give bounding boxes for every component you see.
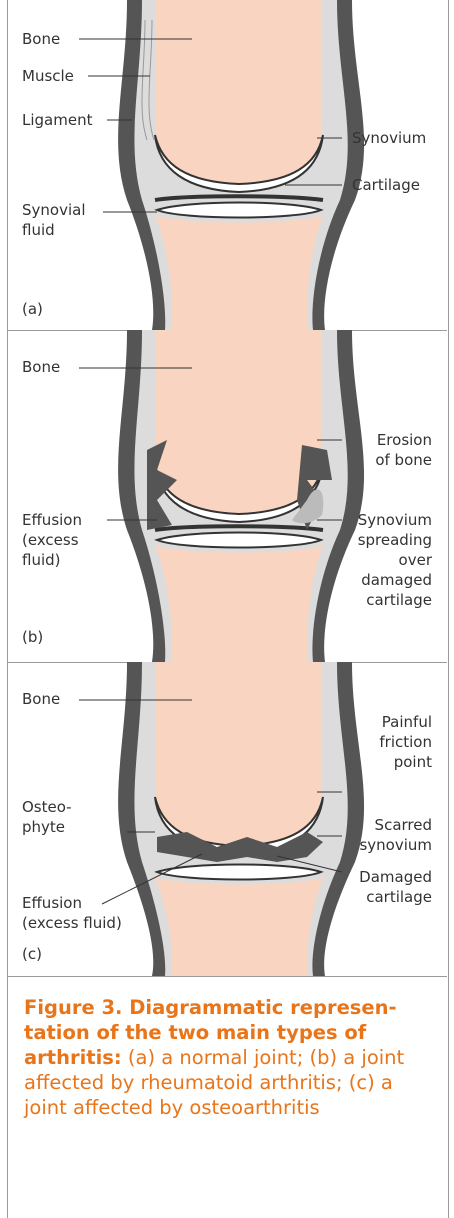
label-painful-3: point xyxy=(394,753,432,772)
label-bone: Bone xyxy=(22,30,60,49)
label-scarred-1: Scarred xyxy=(375,816,432,835)
label-cartilage: Cartilage xyxy=(352,176,420,195)
label-damaged-1: Damaged xyxy=(359,868,432,887)
label-osteo-2: phyte xyxy=(22,818,65,837)
panel-letter-b: (b) xyxy=(22,628,43,646)
label-effusion-2: (excess xyxy=(22,531,79,550)
upper-bone xyxy=(155,0,322,188)
rheumatoid-joint-diagram xyxy=(7,330,447,662)
panel-letter-a: (a) xyxy=(22,300,43,318)
label-ligament: Ligament xyxy=(22,111,92,130)
lower-cartilage xyxy=(157,533,321,548)
label-muscle: Muscle xyxy=(22,67,74,86)
label-synovium: Synovium xyxy=(352,129,426,148)
normal-joint-diagram xyxy=(7,0,447,330)
label-bone: Bone xyxy=(22,690,60,709)
panel-b: Bone Erosion of bone Effusion (excess fl… xyxy=(7,330,447,662)
label-synovial-1: Synovial xyxy=(22,201,86,220)
label-bone: Bone xyxy=(22,358,60,377)
lower-bone xyxy=(155,877,323,976)
lower-bone xyxy=(155,215,323,330)
panel-a: Bone Muscle Ligament Synovium Cartilage … xyxy=(7,0,447,330)
label-synovium-1: Synovium xyxy=(358,511,432,530)
lower-cartilage xyxy=(157,865,321,880)
label-effusion-2: (excess fluid) xyxy=(22,914,122,933)
label-damaged-2: cartilage xyxy=(366,888,432,907)
label-synovium-3: over xyxy=(399,551,432,570)
upper-bone xyxy=(155,662,322,850)
label-painful-1: Painful xyxy=(382,713,432,732)
panel-letter-c: (c) xyxy=(22,945,42,963)
label-erosion-1: Erosion xyxy=(377,431,432,450)
panel-separator xyxy=(7,976,447,977)
label-synovium-4: damaged xyxy=(361,571,432,590)
label-effusion-1: Effusion xyxy=(22,511,82,530)
label-effusion-1: Effusion xyxy=(22,894,82,913)
label-synovial-2: fluid xyxy=(22,221,55,240)
upper-bone xyxy=(155,330,322,518)
lower-bone xyxy=(155,545,323,662)
panel-c: Bone Painful friction point Osteo- phyte… xyxy=(7,662,447,976)
label-effusion-3: fluid) xyxy=(22,551,61,570)
lower-cartilage xyxy=(157,203,321,218)
figure-caption: Figure 3. Diagrammatic represen-tation o… xyxy=(24,995,434,1120)
label-painful-2: friction xyxy=(379,733,432,752)
label-synovium-2: spreading xyxy=(358,531,432,550)
label-erosion-2: of bone xyxy=(375,451,432,470)
label-osteo-1: Osteo- xyxy=(22,798,72,817)
label-synovium-5: cartilage xyxy=(366,591,432,610)
label-scarred-2: synovium xyxy=(359,836,432,855)
